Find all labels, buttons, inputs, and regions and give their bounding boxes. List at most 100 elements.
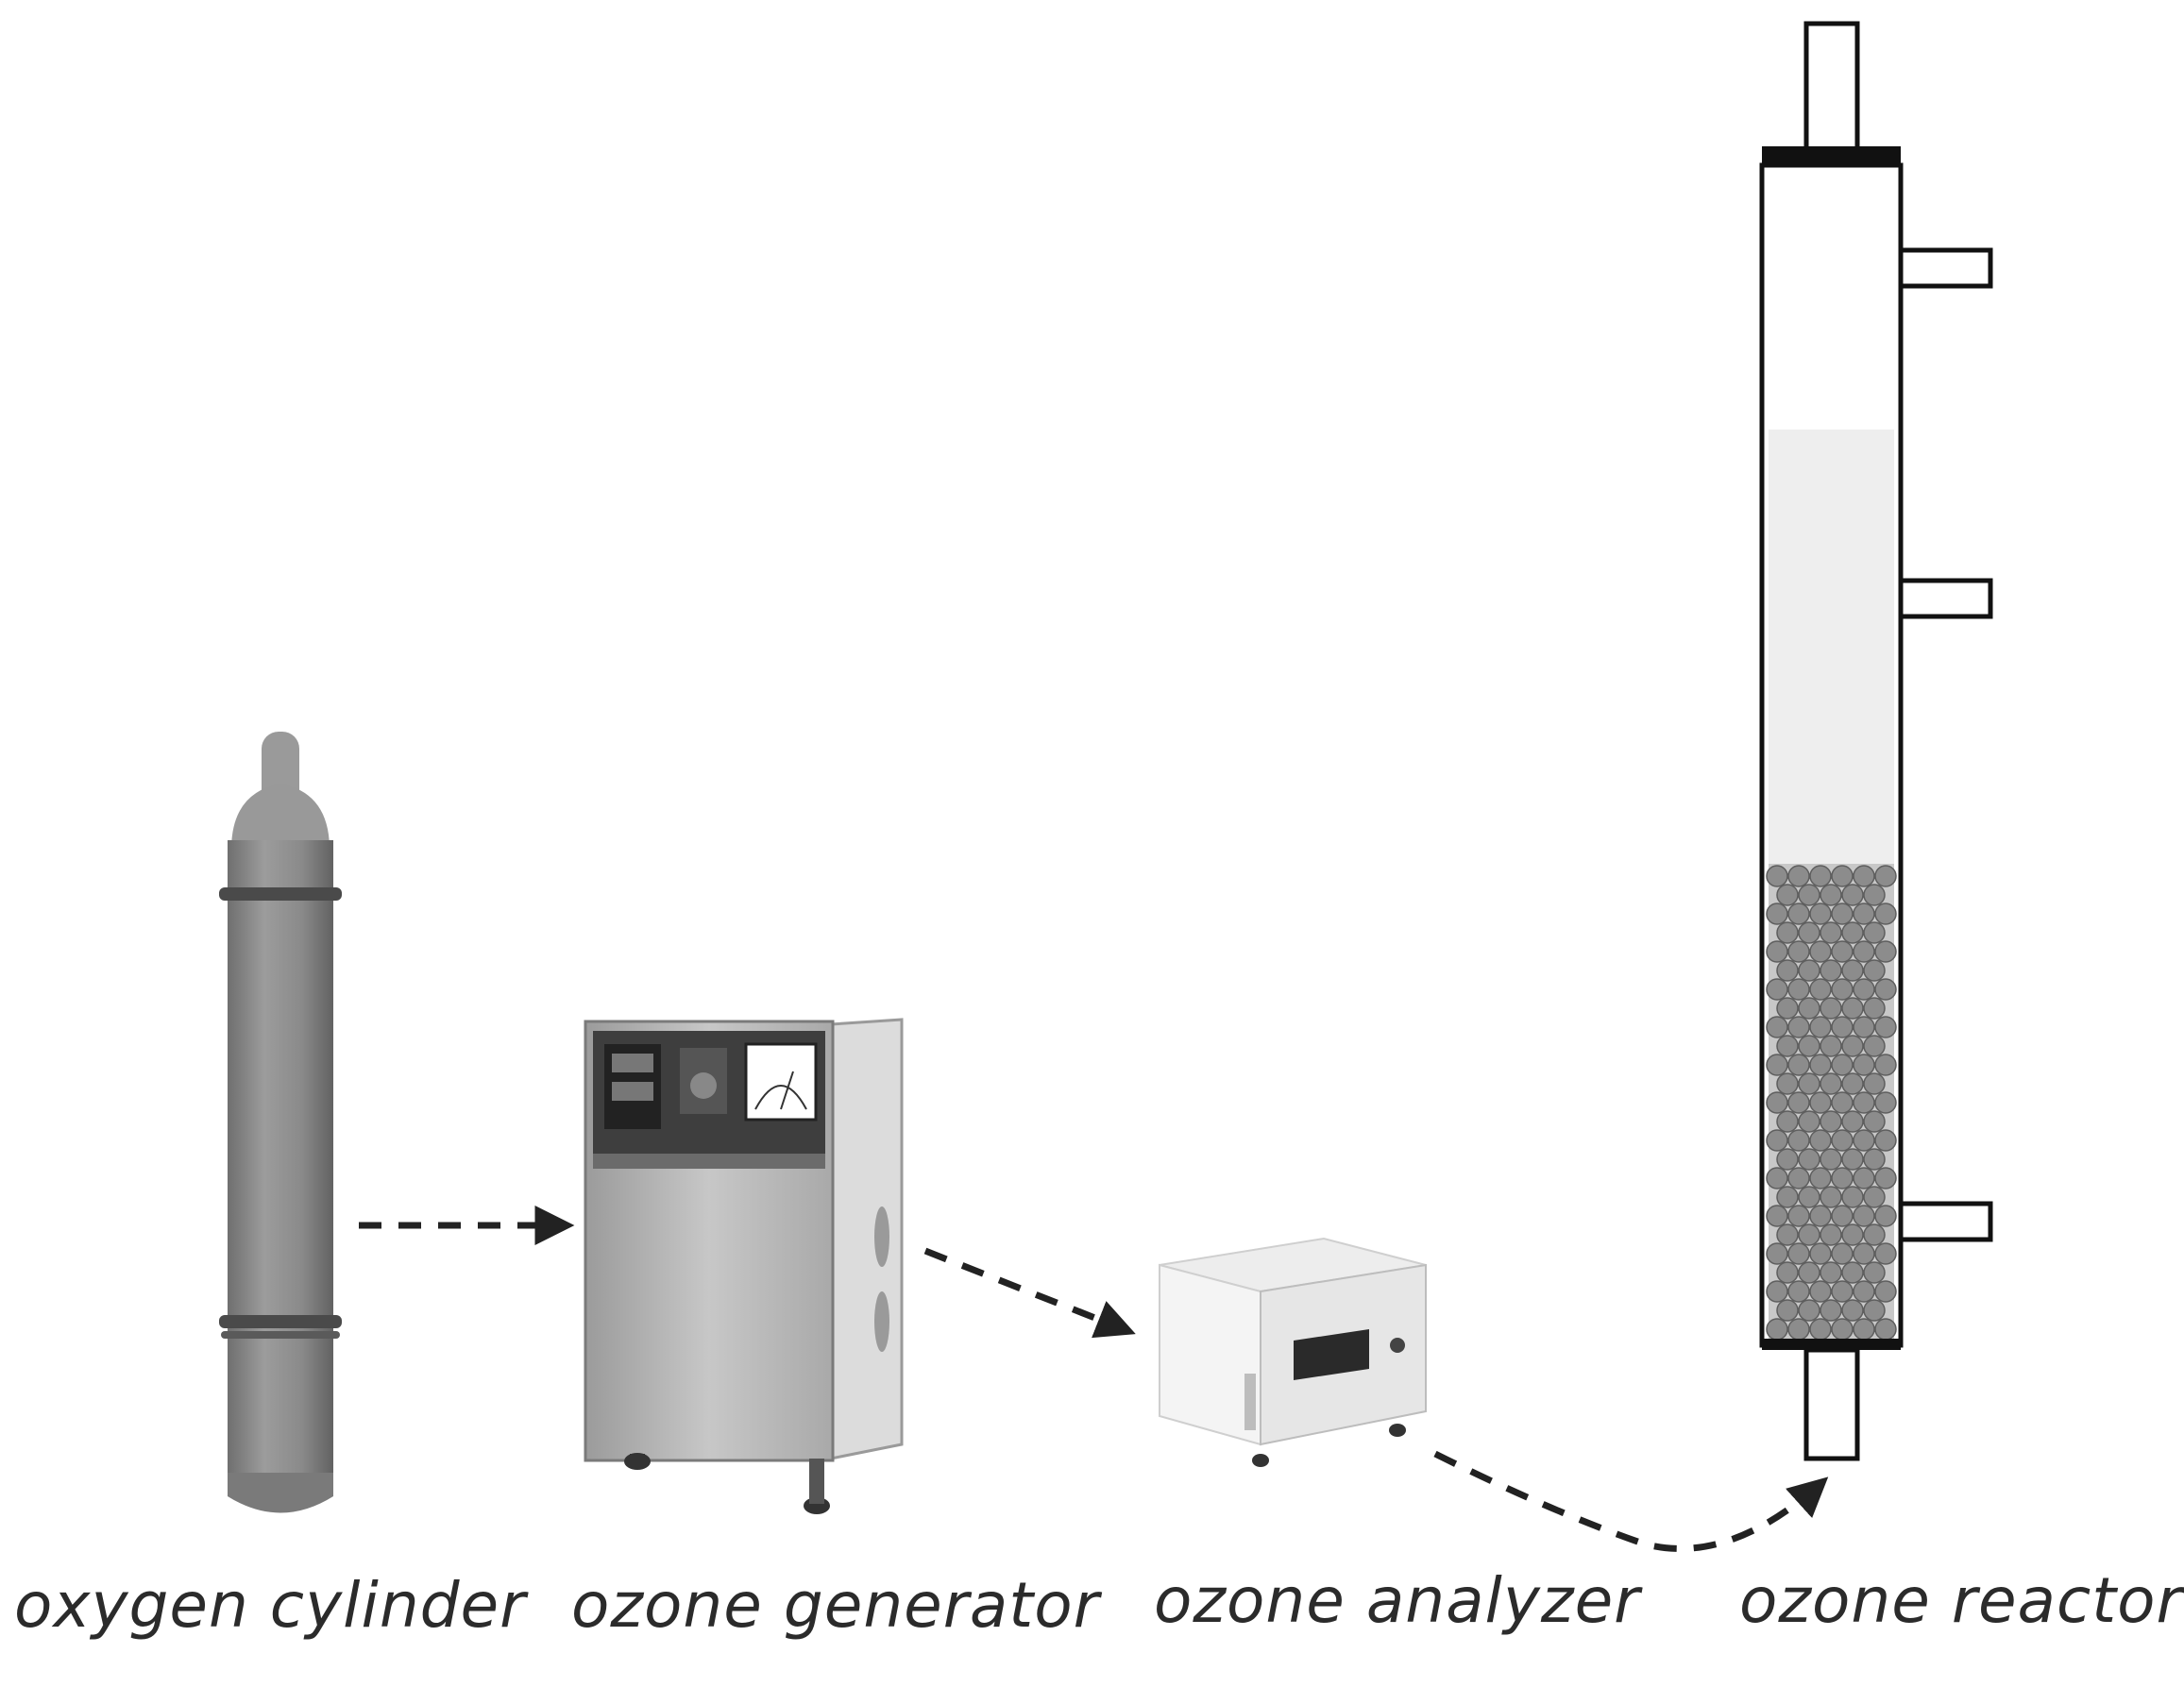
packing-ball: [1787, 940, 1810, 963]
packing-ball: [1841, 1261, 1864, 1284]
packing-ball: [1863, 921, 1886, 944]
packing-ball: [1831, 1129, 1854, 1152]
packing-ball: [1798, 1148, 1820, 1171]
packing-ball: [1863, 1110, 1886, 1133]
reactor-packing: [1766, 865, 1897, 1341]
ozone-analyzer-label: ozone analyzer: [1154, 1564, 1641, 1637]
flow-arrows: [359, 1206, 1829, 1552]
packing-ball: [1863, 884, 1886, 906]
packing-ball: [1766, 940, 1788, 963]
packing-ball: [1841, 1223, 1864, 1246]
packing-ball: [1841, 1072, 1864, 1095]
packing-ball: [1787, 978, 1810, 1001]
packing-ball: [1809, 978, 1832, 1001]
packing-ball: [1820, 959, 1842, 982]
packing-ball: [1820, 1148, 1842, 1171]
packing-ball: [1874, 1280, 1897, 1303]
packing-ball: [1853, 1205, 1875, 1227]
packing-ball: [1820, 1110, 1842, 1133]
packing-ball: [1820, 921, 1842, 944]
packing-ball: [1798, 1110, 1820, 1133]
packing-ball: [1831, 1318, 1854, 1341]
packing-ball: [1776, 1186, 1799, 1208]
packing-ball: [1798, 1223, 1820, 1246]
packing-ball: [1841, 1299, 1864, 1322]
packing-ball: [1798, 1035, 1820, 1057]
packing-ball: [1841, 921, 1864, 944]
packing-ball: [1874, 1016, 1897, 1038]
packing-ball: [1766, 1242, 1788, 1265]
packing-ball: [1841, 959, 1864, 982]
packing-ball: [1787, 1129, 1810, 1152]
packing-ball: [1853, 903, 1875, 925]
packing-ball: [1776, 1110, 1799, 1133]
packing-ball: [1853, 978, 1875, 1001]
packing-ball: [1863, 1072, 1886, 1095]
packing-ball: [1831, 1242, 1854, 1265]
packing-ball: [1841, 884, 1864, 906]
packing-ball: [1809, 1280, 1832, 1303]
packing-ball: [1776, 997, 1799, 1020]
packing-ball: [1853, 940, 1875, 963]
packing-ball: [1853, 1242, 1875, 1265]
packing-ball: [1874, 1054, 1897, 1076]
packing-ball: [1874, 865, 1897, 887]
packing-ball: [1809, 1205, 1832, 1227]
packing-ball: [1766, 1318, 1788, 1341]
packing-ball: [1853, 1016, 1875, 1038]
packing-ball: [1863, 959, 1886, 982]
packing-ball: [1776, 1072, 1799, 1095]
packing-ball: [1787, 1242, 1810, 1265]
packing-ball: [1853, 1054, 1875, 1076]
ozone-generator-illustration: [584, 1018, 904, 1514]
packing-ball: [1853, 1091, 1875, 1114]
packing-ball: [1798, 959, 1820, 982]
packing-ball: [1776, 921, 1799, 944]
packing-ball: [1831, 1167, 1854, 1189]
packing-ball: [1809, 903, 1832, 925]
oxygen-cylinder-label: oxygen cylinder: [14, 1569, 527, 1642]
packing-ball: [1820, 997, 1842, 1020]
packing-ball: [1776, 1148, 1799, 1171]
packing-ball: [1831, 1280, 1854, 1303]
packing-ball: [1820, 884, 1842, 906]
packing-ball: [1766, 978, 1788, 1001]
packing-ball: [1798, 1072, 1820, 1095]
packing-ball: [1841, 1035, 1864, 1057]
packing-ball: [1776, 959, 1799, 982]
packing-ball: [1766, 1054, 1788, 1076]
packing-ball: [1874, 940, 1897, 963]
packing-ball: [1863, 1186, 1886, 1208]
packing-ball: [1863, 1261, 1886, 1284]
packing-ball: [1809, 1016, 1832, 1038]
packing-ball: [1798, 884, 1820, 906]
packing-ball: [1766, 1280, 1788, 1303]
packing-ball: [1776, 1223, 1799, 1246]
packing-ball: [1809, 940, 1832, 963]
packing-ball: [1820, 1035, 1842, 1057]
packing-ball: [1809, 1054, 1832, 1076]
packing-ball: [1874, 1205, 1897, 1227]
packing-ball: [1831, 1054, 1854, 1076]
packing-ball: [1820, 1186, 1842, 1208]
packing-ball: [1776, 1299, 1799, 1322]
packing-ball: [1787, 1091, 1810, 1114]
packing-ball: [1787, 1280, 1810, 1303]
packing-ball: [1766, 903, 1788, 925]
packing-ball: [1798, 921, 1820, 944]
packing-ball: [1863, 1299, 1886, 1322]
packing-ball: [1863, 997, 1886, 1020]
packing-ball: [1863, 1035, 1886, 1057]
packing-ball: [1831, 978, 1854, 1001]
packing-ball: [1787, 1205, 1810, 1227]
packing-ball: [1874, 978, 1897, 1001]
ozone-generator-label: ozone generator: [571, 1569, 1100, 1642]
packing-ball: [1798, 1186, 1820, 1208]
packing-ball: [1766, 1016, 1788, 1038]
ozone-reactor-label: ozone reactor: [1739, 1564, 2183, 1637]
packing-ball: [1841, 1186, 1864, 1208]
packing-ball: [1787, 1318, 1810, 1341]
packing-ball: [1798, 1299, 1820, 1322]
